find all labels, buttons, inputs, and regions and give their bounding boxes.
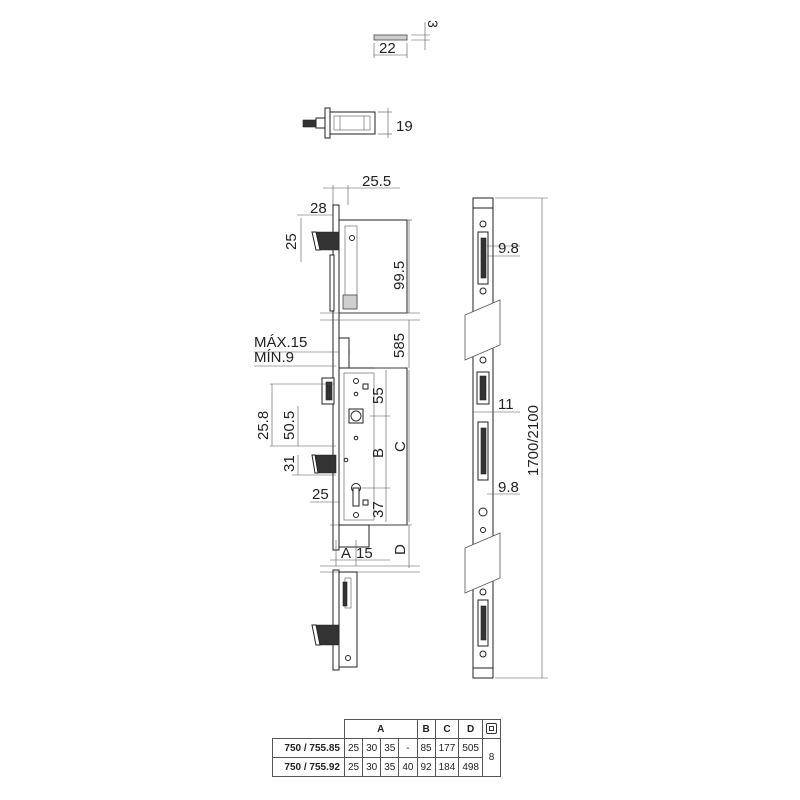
cell-b: 85 [416,738,436,758]
dim-latch-to-center: 25.8 [255,411,272,440]
latch-plan-view: 19 [302,107,413,139]
header-D: D [458,719,483,739]
cell-a: 25 [343,757,364,777]
cell-square: 8 [482,738,501,777]
dim-spindle-55: 55 [370,387,387,404]
dim-label-C: C [392,441,409,452]
dim-bottom-25: 25 [312,486,329,503]
cell-a: 30 [362,757,382,777]
cell-a: 30 [362,738,382,758]
dim-label-A: A [341,545,351,562]
dim-label-D: D [392,544,409,555]
dim-faceplate-width: 22 [379,40,396,57]
header-square [482,719,501,739]
cell-a: 40 [398,757,418,777]
square-spindle-icon [486,723,497,735]
dim-hook-projection: 28 [310,200,327,217]
header-C: C [434,719,460,739]
dim-hook-31: 31 [281,455,298,472]
dim-label-15: 15 [356,545,373,562]
dim-latch-depth: 19 [396,118,413,135]
cell-a: 25 [343,738,364,758]
table-corner [272,719,345,739]
row-model: 750 / 755.92 [272,757,345,777]
faceplate-front-view: 9.8 11 9.8 1700/2100 [464,197,548,679]
faceplate-section: 22 3 [373,20,441,58]
dim-backset-top: 25.5 [362,173,391,190]
dim-bolt-offset: 50.5 [281,411,298,440]
cell-d: 505 [458,738,483,758]
cell-a: 35 [380,738,400,758]
cell-d: 498 [458,757,483,777]
cell-a: - [398,738,418,758]
cell-c: 184 [434,757,460,777]
dim-rod-11: 11 [498,396,514,413]
dim-min-throw: MÍN.9 [254,349,294,366]
cell-c: 177 [434,738,460,758]
header-A: A [344,719,418,739]
table-row: 750 / 755.85 25 30 35 - 85 177 505 8 [272,738,501,777]
dim-hook-height: 25 [283,233,300,250]
cell-b: 92 [416,757,436,777]
header-B: B [416,719,436,739]
cell-a: 35 [380,757,400,777]
table-row: 750 / 755.92 25 30 35 40 92 184 498 [272,757,501,777]
dim-section-585: 585 [391,333,408,358]
lock-side-view: 25.5 28 25 99.5 585 MÁX.15 MÍN.9 [254,173,420,671]
dim-label-B: B [370,448,387,458]
dim-rod-9-8-top: 9.8 [498,240,519,257]
table-header-row: A B C D [272,719,501,739]
dim-rod-9-8-bottom: 9.8 [498,479,519,496]
dim-cylinder-37: 37 [370,501,387,518]
dim-faceplate-thickness: 3 [425,20,441,28]
dim-total-length: 1700/2100 [525,405,542,476]
dim-upper-distance: 99.5 [391,261,408,290]
spec-table: A B C D 750 / 755.85 25 30 35 - 85 177 5… [272,719,501,777]
dim-max-throw: MÁX.15 [254,334,307,351]
row-model: 750 / 755.85 [272,738,345,758]
technical-drawing: 22 3 19 25.5 28 25 [254,20,548,679]
